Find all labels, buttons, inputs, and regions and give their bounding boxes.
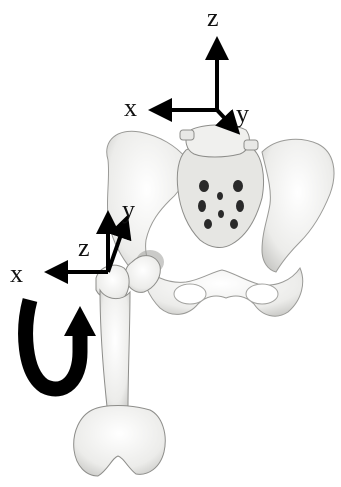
femoral-condyles <box>74 406 166 477</box>
right-ilium <box>262 139 334 272</box>
pelvis-y-axis <box>217 110 232 126</box>
pelvis-coordinate-frame <box>160 48 232 126</box>
femur-x-label: x <box>10 259 23 288</box>
femur-z-label: z <box>78 233 90 262</box>
femur-y-label: y <box>122 195 135 224</box>
pelvis-x-label: x <box>124 93 137 122</box>
femoral-shaft <box>100 290 130 416</box>
left-obturator-foramen <box>174 284 206 304</box>
pelvis-z-label: z <box>207 3 219 32</box>
pubic-ring <box>140 262 303 316</box>
right-obturator-foramen <box>246 284 278 304</box>
curved-rotation-arrow-icon <box>26 300 96 389</box>
lumbar-vertebra <box>186 125 249 157</box>
pelvis-y-label: y <box>236 99 249 128</box>
